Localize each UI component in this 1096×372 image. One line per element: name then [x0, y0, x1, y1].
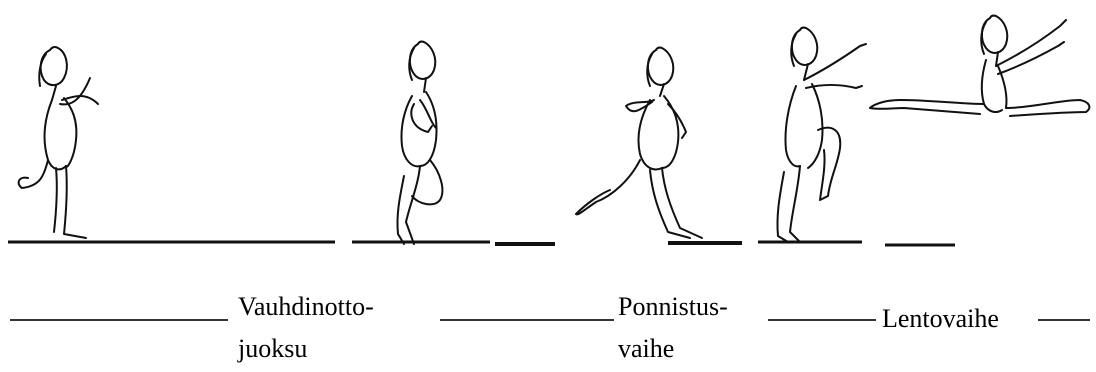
runner-figure-2 — [397, 42, 442, 244]
run-up-label-line-2: juoksu — [238, 334, 307, 364]
ground-lines — [8, 242, 955, 245]
runner-figure-3 — [576, 48, 702, 238]
run-up-label-line-1: Vauhdinotto- — [238, 292, 374, 322]
takeoff-figure — [777, 28, 866, 242]
flight-figure — [870, 16, 1089, 116]
flight-label: Lentovaihe — [882, 304, 999, 334]
takeoff-label-line-2: vaihe — [618, 334, 674, 364]
takeoff-label-line-1: Ponnistus- — [618, 292, 728, 322]
runner-figure-1 — [19, 47, 98, 238]
